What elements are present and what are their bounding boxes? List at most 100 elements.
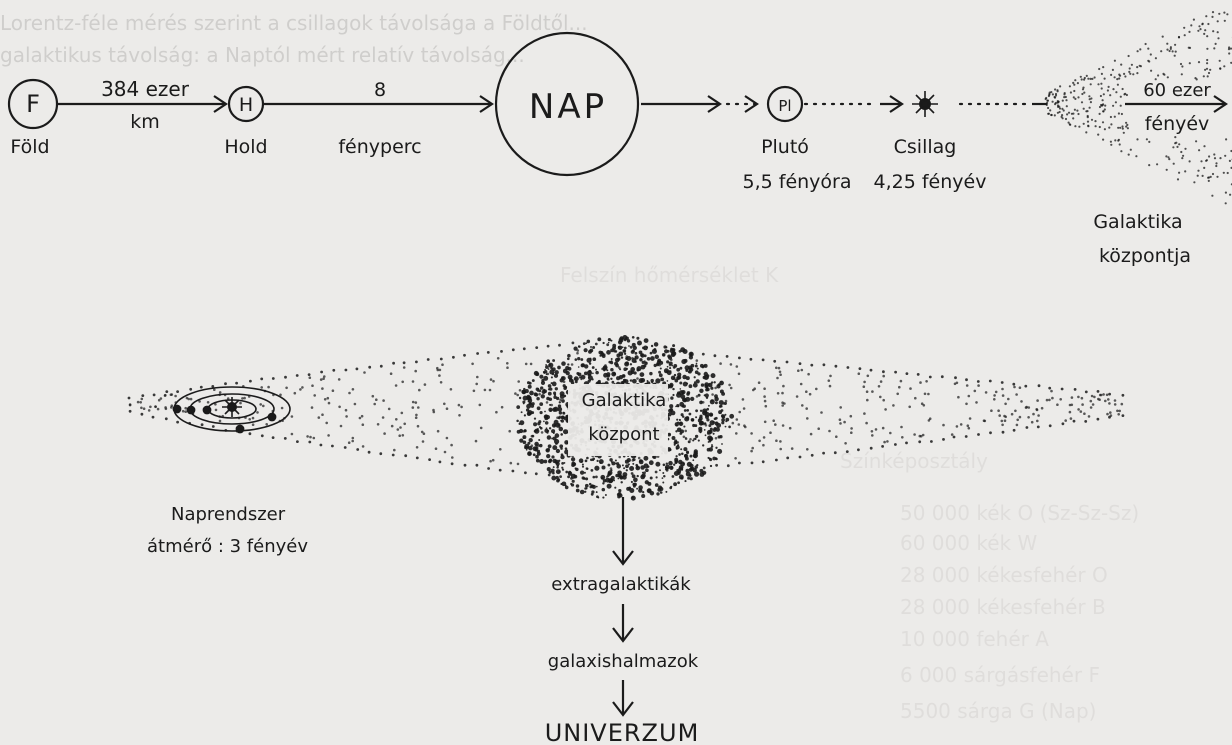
star-dot [603, 479, 607, 483]
star-dot [993, 398, 996, 401]
star-dot [383, 432, 386, 435]
star-dot [547, 467, 551, 471]
star-dot [1069, 411, 1072, 414]
sun-pluto-link [641, 96, 757, 112]
star-dot [1117, 84, 1119, 86]
star-dot [158, 399, 161, 402]
star-dot [691, 364, 695, 368]
star-dot [1048, 113, 1050, 115]
star-dot [839, 422, 842, 425]
star-dot [1103, 93, 1105, 95]
star-dot [506, 362, 509, 365]
star-dot [401, 381, 404, 384]
star-dot [475, 383, 478, 386]
star-dot [717, 449, 722, 454]
star-dot [974, 390, 977, 393]
star-dot [1056, 403, 1059, 406]
star-dot [259, 403, 262, 406]
star-dot [368, 451, 371, 454]
star-dot [1051, 397, 1054, 400]
star-dot [629, 466, 634, 471]
star-dot [201, 423, 204, 426]
star-dot [681, 390, 685, 394]
star-dot [284, 376, 287, 379]
star-dot [704, 422, 706, 424]
star-dot [521, 411, 523, 413]
star-dot [399, 426, 402, 429]
star-dot [683, 447, 687, 451]
star-dot [382, 416, 385, 419]
star-dot [1147, 48, 1149, 50]
star-dot [1065, 99, 1067, 101]
star-dot [608, 342, 610, 344]
star-dot [863, 381, 866, 384]
star-dot [1071, 404, 1074, 407]
star-dot [480, 427, 483, 430]
star-dot [516, 420, 519, 423]
star-dot [1201, 23, 1203, 25]
star-dot [647, 357, 651, 361]
star-dot [941, 375, 944, 378]
star-dot [576, 352, 579, 355]
star-dot [975, 401, 978, 404]
star-dot [1081, 397, 1084, 400]
star-dot [571, 483, 574, 486]
star-dot [708, 405, 710, 407]
star-dot [184, 410, 187, 413]
star-dot [1203, 145, 1205, 147]
star-dot [809, 393, 812, 396]
star-dot [638, 485, 643, 490]
star-dot [1065, 118, 1067, 120]
star-dot [475, 440, 478, 443]
star-dot [1174, 136, 1176, 138]
star-dot [679, 422, 682, 425]
star-dot [689, 355, 693, 359]
star-dot [490, 378, 493, 381]
star-dot [489, 460, 492, 463]
star-dot [524, 414, 526, 416]
star-dot [1203, 33, 1205, 35]
star-dot [471, 363, 474, 366]
star-dot [176, 421, 179, 424]
star-dot [898, 386, 901, 389]
star-dot [533, 422, 537, 426]
star-dot [450, 444, 453, 447]
star-dot [1184, 170, 1186, 172]
star-dot [541, 381, 545, 385]
star-dot [561, 416, 564, 419]
star-dot [301, 386, 304, 389]
galaxy-disk: Galaktika központ [128, 335, 1125, 501]
star-dot [1219, 60, 1221, 62]
star-dot [850, 431, 853, 434]
star-dot [249, 380, 252, 383]
star-dot [440, 381, 443, 384]
star-dot [539, 444, 542, 447]
star-dot [753, 387, 756, 390]
star-dot [858, 372, 861, 375]
hierarchy-level-universe: UNIVERZUM [545, 719, 700, 745]
star-dot [839, 418, 842, 421]
star-dot [571, 363, 574, 366]
star-dot [1204, 69, 1206, 71]
star-dot [699, 401, 703, 405]
star-dot [673, 366, 676, 369]
star-dot [424, 383, 427, 386]
star-dot [529, 391, 534, 396]
star-dot [544, 370, 547, 373]
earth-moon-link: 384 ezer km [58, 77, 226, 133]
star-dot [1073, 420, 1076, 423]
star-dot [338, 378, 341, 381]
star-dot [623, 350, 625, 352]
star-dot [683, 349, 688, 354]
star-dot [822, 452, 825, 455]
star-dot [781, 401, 784, 404]
star-dot [1004, 403, 1007, 406]
star-dot [1189, 62, 1191, 64]
star-dot [584, 491, 586, 493]
star-dot [1082, 88, 1084, 90]
planet-icon [187, 406, 196, 415]
star-dot [306, 435, 309, 438]
star-dot [555, 387, 558, 390]
star-dot [528, 446, 532, 450]
star-dot [327, 434, 330, 437]
